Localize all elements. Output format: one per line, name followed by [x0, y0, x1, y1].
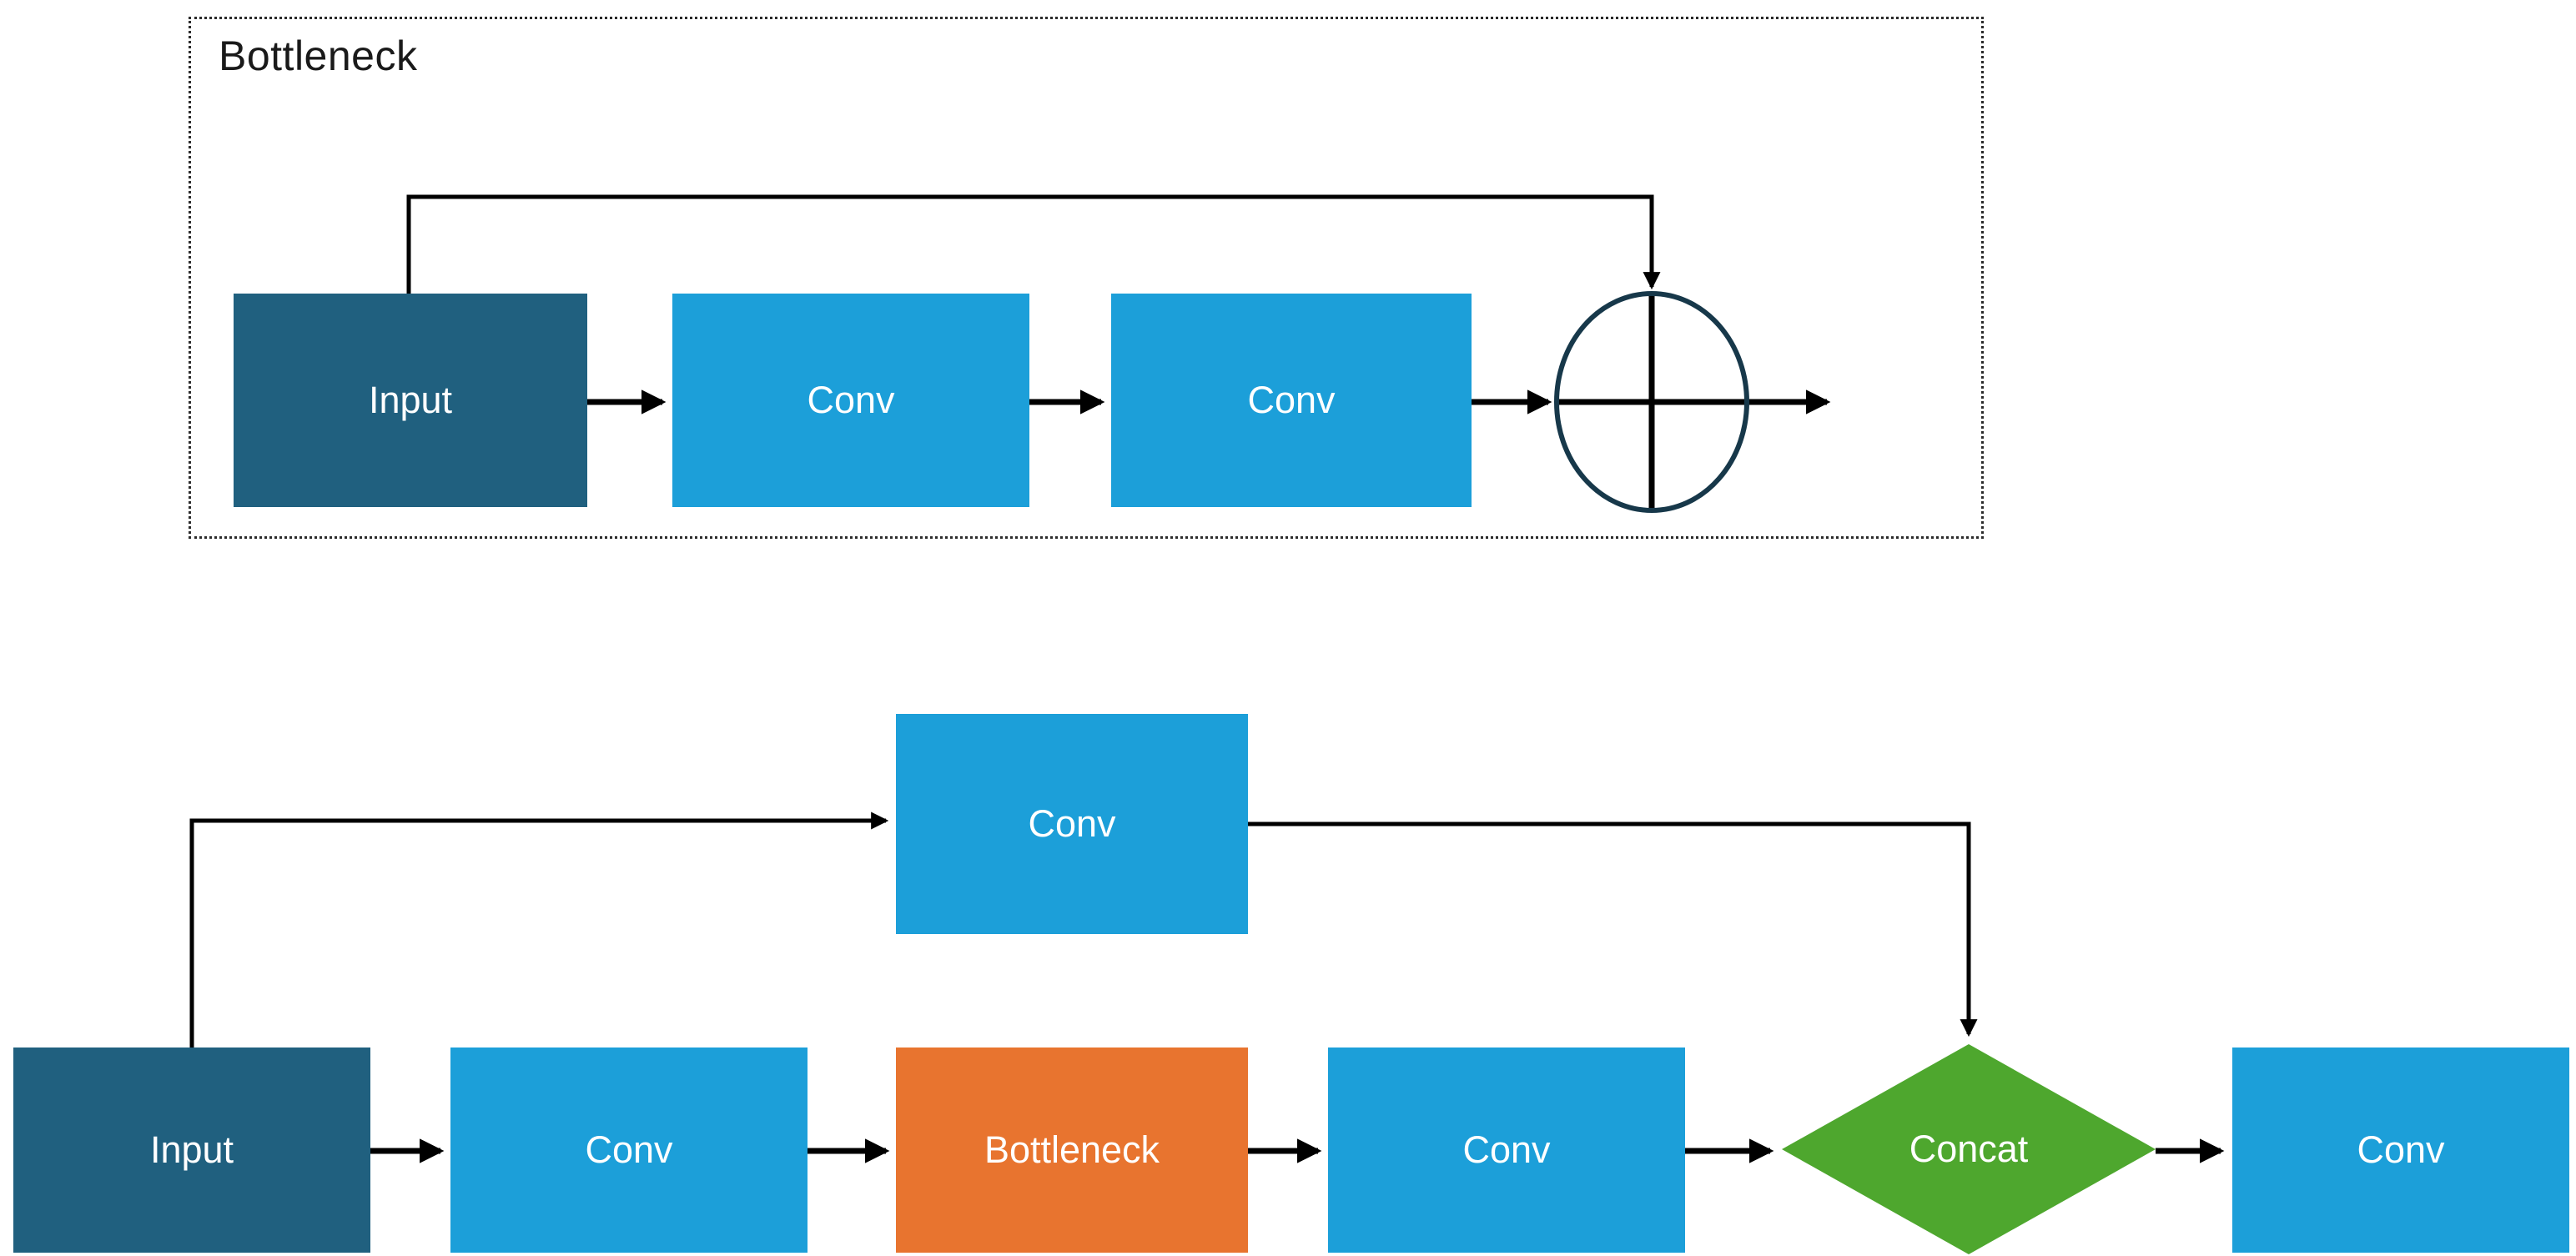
conv-node-top-1-label: Conv — [807, 379, 895, 421]
bottleneck-block-frame — [189, 17, 1984, 539]
conv-node-top-2-label: Conv — [1247, 379, 1336, 421]
bottleneck-block-title: Bottleneck — [219, 33, 418, 79]
conv-node-branch: Conv — [896, 714, 1248, 934]
input-node-top-label: Input — [368, 379, 453, 421]
bottleneck-node: Bottleneck — [896, 1048, 1248, 1253]
add-operator-icon — [1554, 291, 1749, 513]
concat-node-label: Concat — [1909, 1128, 2029, 1170]
conv-node-top-1: Conv — [672, 294, 1029, 507]
conv-node-bottom-3: Conv — [2232, 1048, 2569, 1253]
input-node-bottom-label: Input — [149, 1128, 234, 1171]
input-node-top: Input — [234, 294, 587, 507]
conv-node-top-2: Conv — [1111, 294, 1472, 507]
conv-node-branch-label: Conv — [1028, 802, 1116, 845]
input-node-bottom: Input — [13, 1048, 370, 1253]
conv-node-bottom-2-label: Conv — [1462, 1128, 1551, 1171]
skip-connection-top — [406, 194, 1661, 294]
branch-input-to-conv — [189, 811, 889, 1048]
conv-node-bottom-1: Conv — [450, 1048, 808, 1253]
conv-node-bottom-2: Conv — [1328, 1048, 1685, 1253]
conv-node-bottom-3-label: Conv — [2357, 1128, 2445, 1171]
bottleneck-node-label: Bottleneck — [984, 1128, 1160, 1171]
conv-node-bottom-1-label: Conv — [585, 1128, 673, 1171]
branch-conv-to-concat — [1248, 821, 1978, 1037]
